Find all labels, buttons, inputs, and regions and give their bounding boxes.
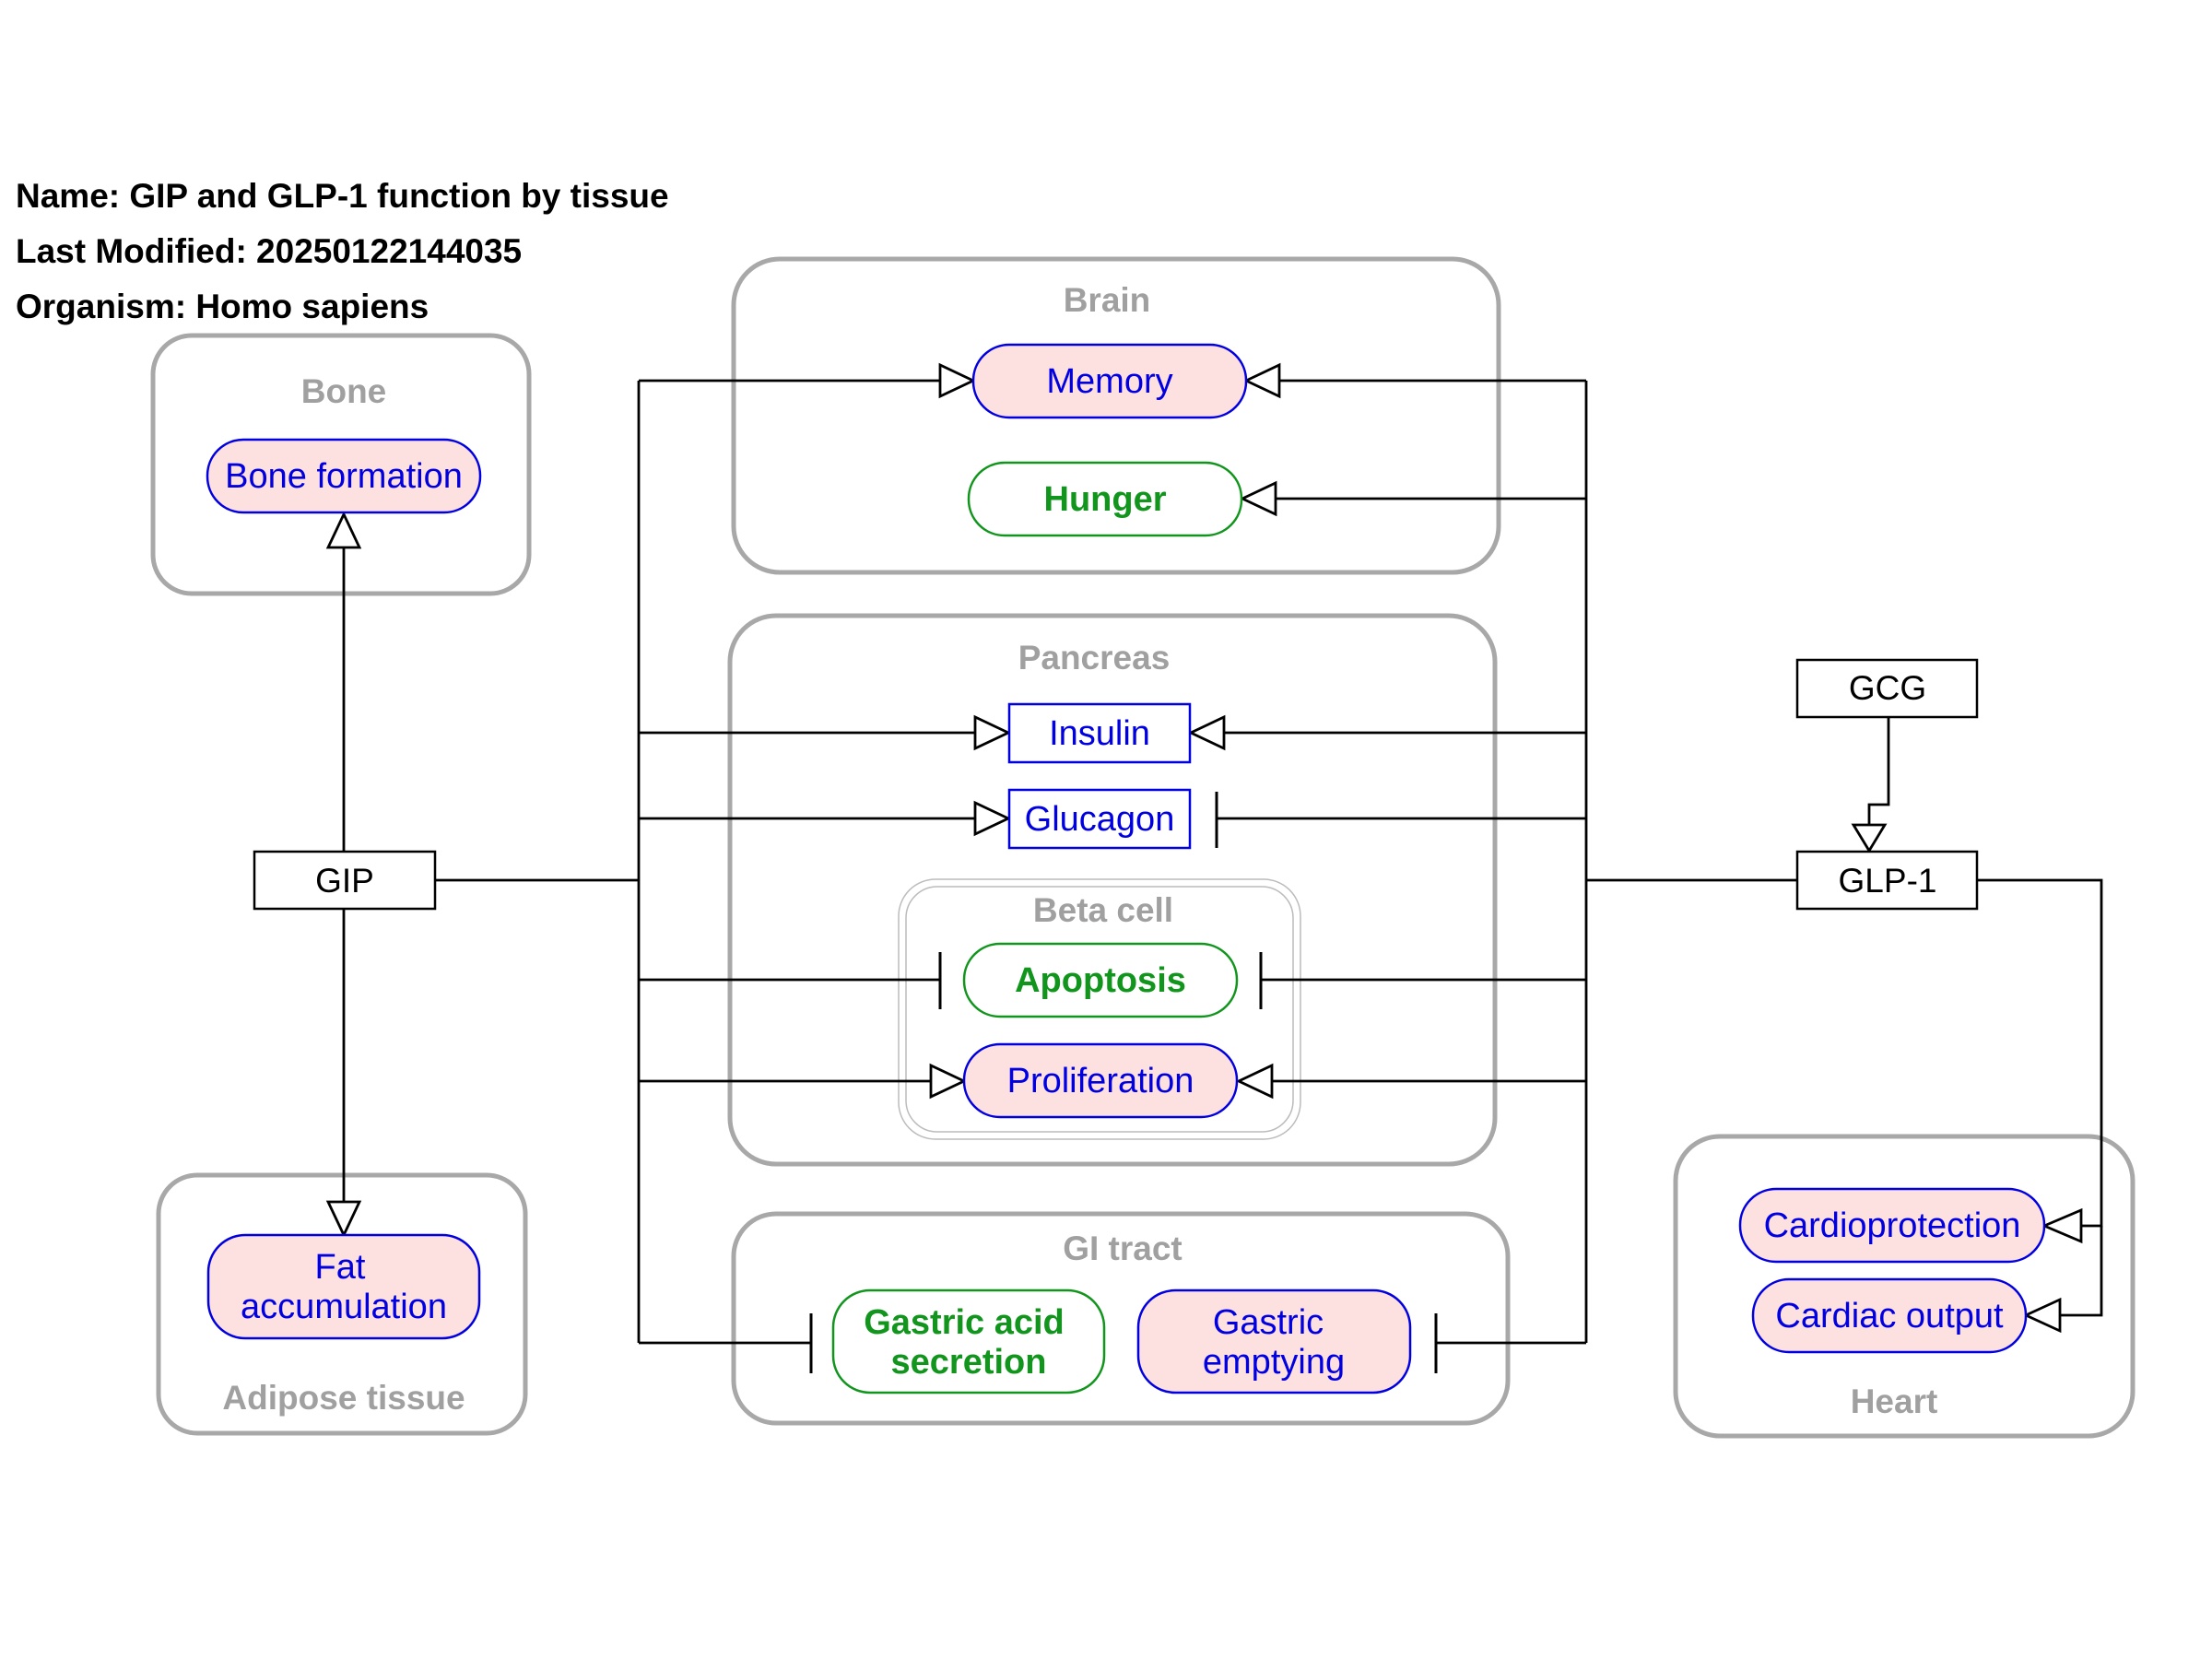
gene-gip[interactable]: GIP	[253, 850, 437, 911]
compartment-bone: Bone	[150, 333, 532, 596]
svg-text:Memory: Memory	[1046, 362, 1172, 401]
organism: Organism: Homo sapiens	[16, 288, 429, 325]
compartment-label-adipose: Adipose tissue	[222, 1379, 465, 1417]
compartment-adipose: Adipose tissue	[156, 1172, 528, 1436]
inhibition-bars	[809, 792, 1438, 1373]
compartment-label-brain: Brain	[1064, 281, 1151, 319]
svg-text:Cardiac output: Cardiac output	[1775, 1297, 2004, 1335]
node-fat-accumulation[interactable]: Fat accumulation	[206, 1233, 481, 1340]
svg-text:Gastric: Gastric	[1213, 1303, 1324, 1342]
node-proliferation[interactable]: Proliferation	[962, 1042, 1239, 1119]
svg-text:Cardioprotection: Cardioprotection	[1764, 1206, 2021, 1245]
node-bone-formation[interactable]: Bone formation	[206, 438, 482, 514]
svg-text:accumulation: accumulation	[241, 1288, 447, 1326]
svg-text:Bone formation: Bone formation	[225, 457, 463, 496]
svg-text:Proliferation: Proliferation	[1007, 1062, 1194, 1100]
gene-label-glp1: GLP-1	[1839, 862, 1937, 900]
compartment-label-gi-tract: GI tract	[1063, 1230, 1182, 1267]
node-glucagon[interactable]: Glucagon	[1007, 788, 1192, 850]
svg-text:Gastric acid: Gastric acid	[864, 1303, 1065, 1342]
last-modified: Last Modified: 20250122144035	[16, 232, 522, 270]
node-insulin[interactable]: Insulin	[1007, 702, 1192, 764]
svg-text:Glucagon: Glucagon	[1025, 800, 1175, 839]
pathway-name: Name: GIP and GLP-1 function by tissue	[16, 177, 669, 215]
node-gastric-acid-secretion[interactable]: Gastric acid secretion	[831, 1288, 1106, 1394]
compartment-label-beta-cell: Beta cell	[1033, 891, 1173, 929]
gene-label-gip: GIP	[315, 862, 374, 900]
gene-glp1[interactable]: GLP-1	[1795, 850, 1979, 911]
svg-text:Fat: Fat	[315, 1248, 366, 1287]
compartment-gi-tract: GI tract	[731, 1211, 1511, 1426]
compartment-label-pancreas: Pancreas	[1018, 639, 1171, 677]
gip-edges	[342, 379, 975, 1345]
gene-gcg[interactable]: GCG	[1795, 658, 1979, 719]
compartment-brain: Brain	[731, 256, 1501, 575]
svg-text:Insulin: Insulin	[1049, 714, 1150, 753]
node-gastric-emptying[interactable]: Gastric emptying	[1136, 1288, 1412, 1394]
svg-text:secretion: secretion	[891, 1343, 1047, 1382]
node-cardiac-output[interactable]: Cardiac output	[1751, 1277, 2028, 1354]
node-apoptosis[interactable]: Apoptosis	[962, 942, 1239, 1018]
compartment-label-heart: Heart	[1851, 1382, 1938, 1420]
node-cardioprotection[interactable]: Cardioprotection	[1738, 1187, 2046, 1264]
arrowheads	[325, 362, 2083, 1334]
svg-text:Apoptosis: Apoptosis	[1015, 961, 1186, 1000]
glp1-edges	[1217, 379, 2103, 1345]
node-memory[interactable]: Memory	[971, 343, 1248, 419]
node-hunger[interactable]: Hunger	[967, 461, 1243, 537]
compartment-heart: Heart	[1673, 1134, 2136, 1439]
gene-label-gcg: GCG	[1849, 669, 1926, 707]
svg-text:Hunger: Hunger	[1044, 480, 1167, 519]
compartment-pancreas: Pancreas	[727, 613, 1498, 1167]
compartment-beta-cell: Beta cell	[898, 878, 1301, 1140]
svg-text:emptying: emptying	[1203, 1343, 1345, 1382]
compartment-label-bone: Bone	[301, 372, 387, 410]
